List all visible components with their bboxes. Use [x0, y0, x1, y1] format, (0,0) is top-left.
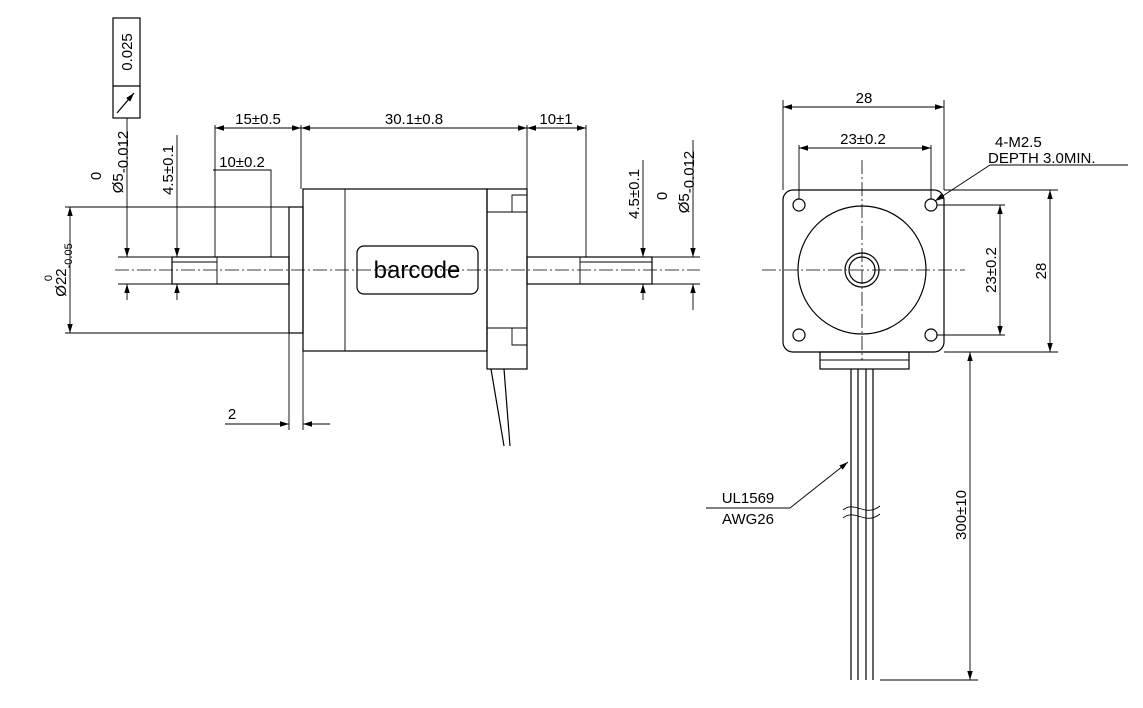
wire-type: UL1569	[722, 490, 775, 507]
runout-value: 0.025	[119, 33, 136, 71]
dim-15: 15±0.5	[235, 111, 281, 128]
hole-spec-count: 4-M2.5	[995, 134, 1042, 151]
pilot-circle	[797, 205, 927, 335]
side-view: barcode 15±0.5 30.1±0.8 10±1 10±0.2 Ø22-…	[43, 17, 700, 447]
wire-gauge: AWG26	[722, 511, 774, 528]
shaft-circle	[848, 256, 876, 284]
dim-flange-thickness: 2	[228, 406, 236, 423]
barcode-label: barcode	[374, 257, 461, 284]
runout-tolerance-frame: 0.025	[112, 17, 141, 200]
dim-pilot-diameter: Ø22-0.05	[53, 243, 75, 296]
dim-width: 28	[856, 90, 873, 107]
lead-wires-side	[490, 368, 511, 447]
shaft-circle-outer	[844, 252, 880, 288]
end-cap-bosses	[511, 194, 528, 346]
wire-break-mark	[842, 505, 881, 511]
shaft-right	[526, 256, 653, 285]
barcode-label-box	[356, 245, 479, 295]
front-view: 28 23±0.2 4-M2.5 DEPTH 3.0MIN. 23±0.2 28…	[706, 90, 1128, 681]
lead-wires	[850, 369, 874, 680]
dim-height: 28	[1033, 263, 1050, 280]
front-plate	[782, 189, 945, 353]
svg-text:0: 0	[43, 275, 55, 281]
runout-arrow-icon	[116, 92, 135, 114]
dim-hole-spacing-h: 23±0.2	[840, 131, 886, 148]
shaft-left	[171, 256, 290, 285]
connector	[819, 351, 910, 370]
svg-text:0: 0	[654, 192, 671, 200]
dim-flat-right: 4.5±0.1	[626, 169, 643, 219]
mount-hole-bl	[792, 328, 806, 342]
dim-shaft-right-diameter: Ø5-0.012	[676, 151, 698, 214]
dim-hole-spacing-v: 23±0.2	[983, 247, 1000, 293]
mount-hole-br	[924, 328, 938, 342]
mount-hole-tl	[792, 198, 806, 212]
dim-10-02: 10±0.2	[219, 154, 265, 171]
end-cap	[486, 188, 528, 370]
dim-flat-left: 4.5±0.1	[160, 145, 177, 195]
svg-text:0: 0	[88, 172, 105, 180]
dim-body-length: 30.1±0.8	[385, 111, 443, 128]
dim-shaft-left-diameter: Ø5-0.012	[110, 131, 132, 194]
dim-rear-length: 10±1	[539, 111, 572, 128]
dim-lead-length: 300±10	[953, 490, 970, 540]
hole-spec-depth: DEPTH 3.0MIN.	[988, 150, 1096, 167]
